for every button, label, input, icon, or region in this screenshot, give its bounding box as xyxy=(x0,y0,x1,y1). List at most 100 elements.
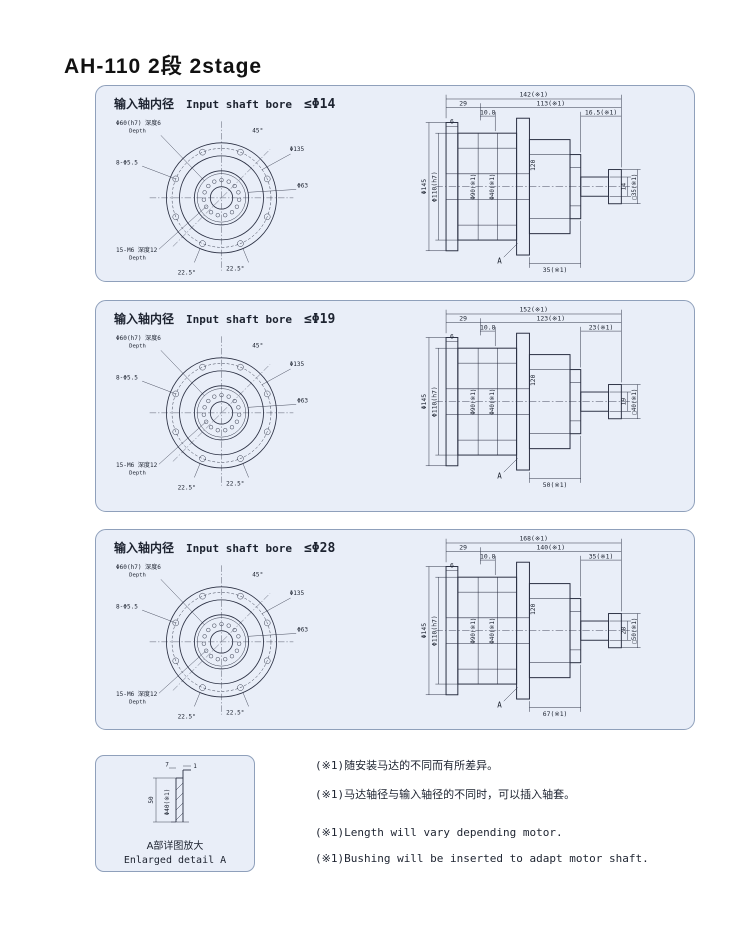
spec-panel-phi28: 输入轴内径 Input shaft bore ≤Φ28 xyxy=(95,529,695,730)
note-en-2: (※1)Bushing will be inserted to adapt mo… xyxy=(315,852,649,865)
front-bore-label: Φ60(h7) 深度6 xyxy=(116,563,161,571)
spec-panel-phi19: 输入轴内径 Input shaft bore ≤Φ19 xyxy=(95,300,695,512)
dim-square: □35(※1) xyxy=(632,174,638,200)
front-angle225-label-1: 22.5° xyxy=(178,268,196,276)
front-tap-depth-label: Depth xyxy=(129,255,146,261)
panel-title-cn: 输入轴内径 xyxy=(114,541,175,555)
note-en-1: (※1)Length will vary depending motor. xyxy=(315,826,563,839)
front-angle225-label-2: 22.5° xyxy=(226,709,244,717)
panel-title-en: Input shaft bore xyxy=(186,542,292,555)
panel-header: 输入轴内径 Input shaft bore ≤Φ14 xyxy=(114,95,335,112)
footnotes: (※1)随安装马达的不同而有所差异。 (※1)马达轴径与输入轴径的不同时，可以插… xyxy=(315,757,735,878)
dim-d90: Φ90(※1) xyxy=(471,174,477,200)
front-pcd-label: Φ135 xyxy=(290,361,305,368)
dim-l2: 123(※1) xyxy=(537,314,566,322)
dim-d90: Φ90(※1) xyxy=(471,618,477,644)
detail-dim-50: 50 xyxy=(148,796,155,804)
panel-bore-value: ≤Φ19 xyxy=(303,312,336,327)
front-centerlines xyxy=(149,565,294,715)
front-pcd-label: Φ135 xyxy=(290,146,305,153)
dim-d145: Φ145 xyxy=(420,179,428,195)
dim-d40: Φ40(※1) xyxy=(490,389,496,415)
dim-l4: 35(※1) xyxy=(589,552,614,560)
detail-dim-d40: Φ40(※1) xyxy=(164,789,171,816)
dim-d145: Φ145 xyxy=(420,394,428,410)
front-tap-depth-label: Depth xyxy=(129,470,146,476)
panel-bore-value: ≤Φ28 xyxy=(303,541,336,556)
front-tap-label: 15-M6 深度12 xyxy=(116,690,158,698)
dim-l4: 23(※1) xyxy=(589,323,614,331)
note-cn-1: (※1)随安装马达的不同而有所差异。 xyxy=(315,759,499,772)
note-cn-2: (※1)马达轴径与输入轴径的不同时，可以插入轴套。 xyxy=(315,788,576,801)
front-angle45-label: 45° xyxy=(252,127,263,135)
side-view-drawing: 168(※1) 29 140(※1) 10.8 35(※1) 6 Φ145 Φ1… xyxy=(420,534,641,718)
dim-d90: Φ90(※1) xyxy=(471,389,477,415)
front-angle45-label: 45° xyxy=(252,571,263,579)
dim-bottom: 67(※1) xyxy=(543,710,568,718)
front-depth-label: Depth xyxy=(129,573,146,579)
panel-title-en: Input shaft bore xyxy=(186,98,292,111)
dim-d145: Φ145 xyxy=(420,623,428,639)
detail-a-marker: A xyxy=(497,257,502,266)
spec-panel-phi14: 输入轴内径 Input shaft bore ≤Φ14 xyxy=(95,85,695,282)
dim-d110: Φ110(h7) xyxy=(430,386,438,417)
front-angle225-label-1: 22.5° xyxy=(178,712,196,720)
front-angle225-label-1: 22.5° xyxy=(178,483,196,491)
front-pcd-label: Φ135 xyxy=(290,590,305,597)
detail-caption-cn: A部详图放大 xyxy=(146,841,204,852)
dim-square: □50(※1) xyxy=(632,618,638,644)
front-holes-label: 8-Φ5.5 xyxy=(116,159,138,166)
panel-bore-value: ≤Φ14 xyxy=(303,97,336,112)
front-view-drawing: Φ60(h7) 深度6 Depth 45° Φ135 Φ63 8-Φ5.5 15… xyxy=(116,334,308,491)
dim-square: □40(※1) xyxy=(632,389,638,415)
detail-dimension-lines xyxy=(153,765,191,823)
dim-bottom: 35(※1) xyxy=(543,266,568,274)
dim-total: 142(※1) xyxy=(519,90,548,98)
front-d63-label: Φ63 xyxy=(297,183,308,190)
side-view-drawing: 152(※1) 29 123(※1) 10.8 23(※1) 6 Φ145 Φ1… xyxy=(420,305,641,489)
dim-l1: 29 xyxy=(459,314,467,322)
dim-flange-120: 120 xyxy=(529,159,537,171)
detail-geometry xyxy=(171,769,191,823)
panel-header: 输入轴内径 Input shaft bore ≤Φ28 xyxy=(114,539,335,556)
front-angle225-label-2: 22.5° xyxy=(226,480,244,488)
front-leader-lines xyxy=(142,135,297,263)
front-circles xyxy=(166,357,277,469)
front-angle45-label: 45° xyxy=(252,342,263,350)
front-d63-label: Φ63 xyxy=(297,398,308,405)
front-angle225-label-2: 22.5° xyxy=(226,265,244,273)
dim-d40: Φ40(※1) xyxy=(490,618,496,644)
detail-caption-en: Enlarged detail A xyxy=(123,855,227,866)
front-circles xyxy=(166,586,277,698)
front-depth-label: Depth xyxy=(129,129,146,135)
front-d63-label: Φ63 xyxy=(297,627,308,634)
dim-l2: 140(※1) xyxy=(537,543,566,551)
dim-l3: 10.8 xyxy=(480,323,496,331)
dim-l2: 113(※1) xyxy=(537,99,566,107)
front-view-drawing: Φ60(h7) 深度6 Depth 45° Φ135 Φ63 8-Φ5.5 15… xyxy=(116,119,308,276)
dim-l3: 10.8 xyxy=(480,552,496,560)
front-holes-label: 8-Φ5.5 xyxy=(116,603,138,610)
enlarged-detail-panel: 7 1 50 Φ40(※1) A部详图放大 Enlarged detail A xyxy=(95,755,255,872)
front-leader-lines xyxy=(142,350,297,478)
front-view-drawing: Φ60(h7) 深度6 Depth 45° Φ135 Φ63 8-Φ5.5 15… xyxy=(116,563,308,720)
dim-d110: Φ110(h7) xyxy=(430,171,438,202)
panel-title-cn: 输入轴内径 xyxy=(114,97,175,111)
front-centerlines xyxy=(149,336,294,486)
detail-drawing: 7 1 50 Φ40(※1) xyxy=(148,762,197,823)
side-geometry xyxy=(435,561,637,700)
detail-dim-1: 1 xyxy=(193,763,197,770)
dim-total: 168(※1) xyxy=(519,534,548,542)
dim-t6: 6 xyxy=(450,562,454,570)
dim-flange-120: 120 xyxy=(529,374,537,386)
dim-flange-120: 120 xyxy=(529,603,537,615)
front-tap-depth-label: Depth xyxy=(129,699,146,705)
dim-shaft-bore: 28 xyxy=(620,627,628,635)
front-bore-label: Φ60(h7) 深度6 xyxy=(116,119,161,127)
dim-bottom: 50(※1) xyxy=(543,481,568,489)
side-geometry xyxy=(435,117,637,256)
page-title: AH-110 2段 2stage xyxy=(64,55,263,79)
front-depth-label: Depth xyxy=(129,344,146,350)
detail-a-marker: A xyxy=(497,472,502,481)
front-centerlines xyxy=(149,121,294,271)
